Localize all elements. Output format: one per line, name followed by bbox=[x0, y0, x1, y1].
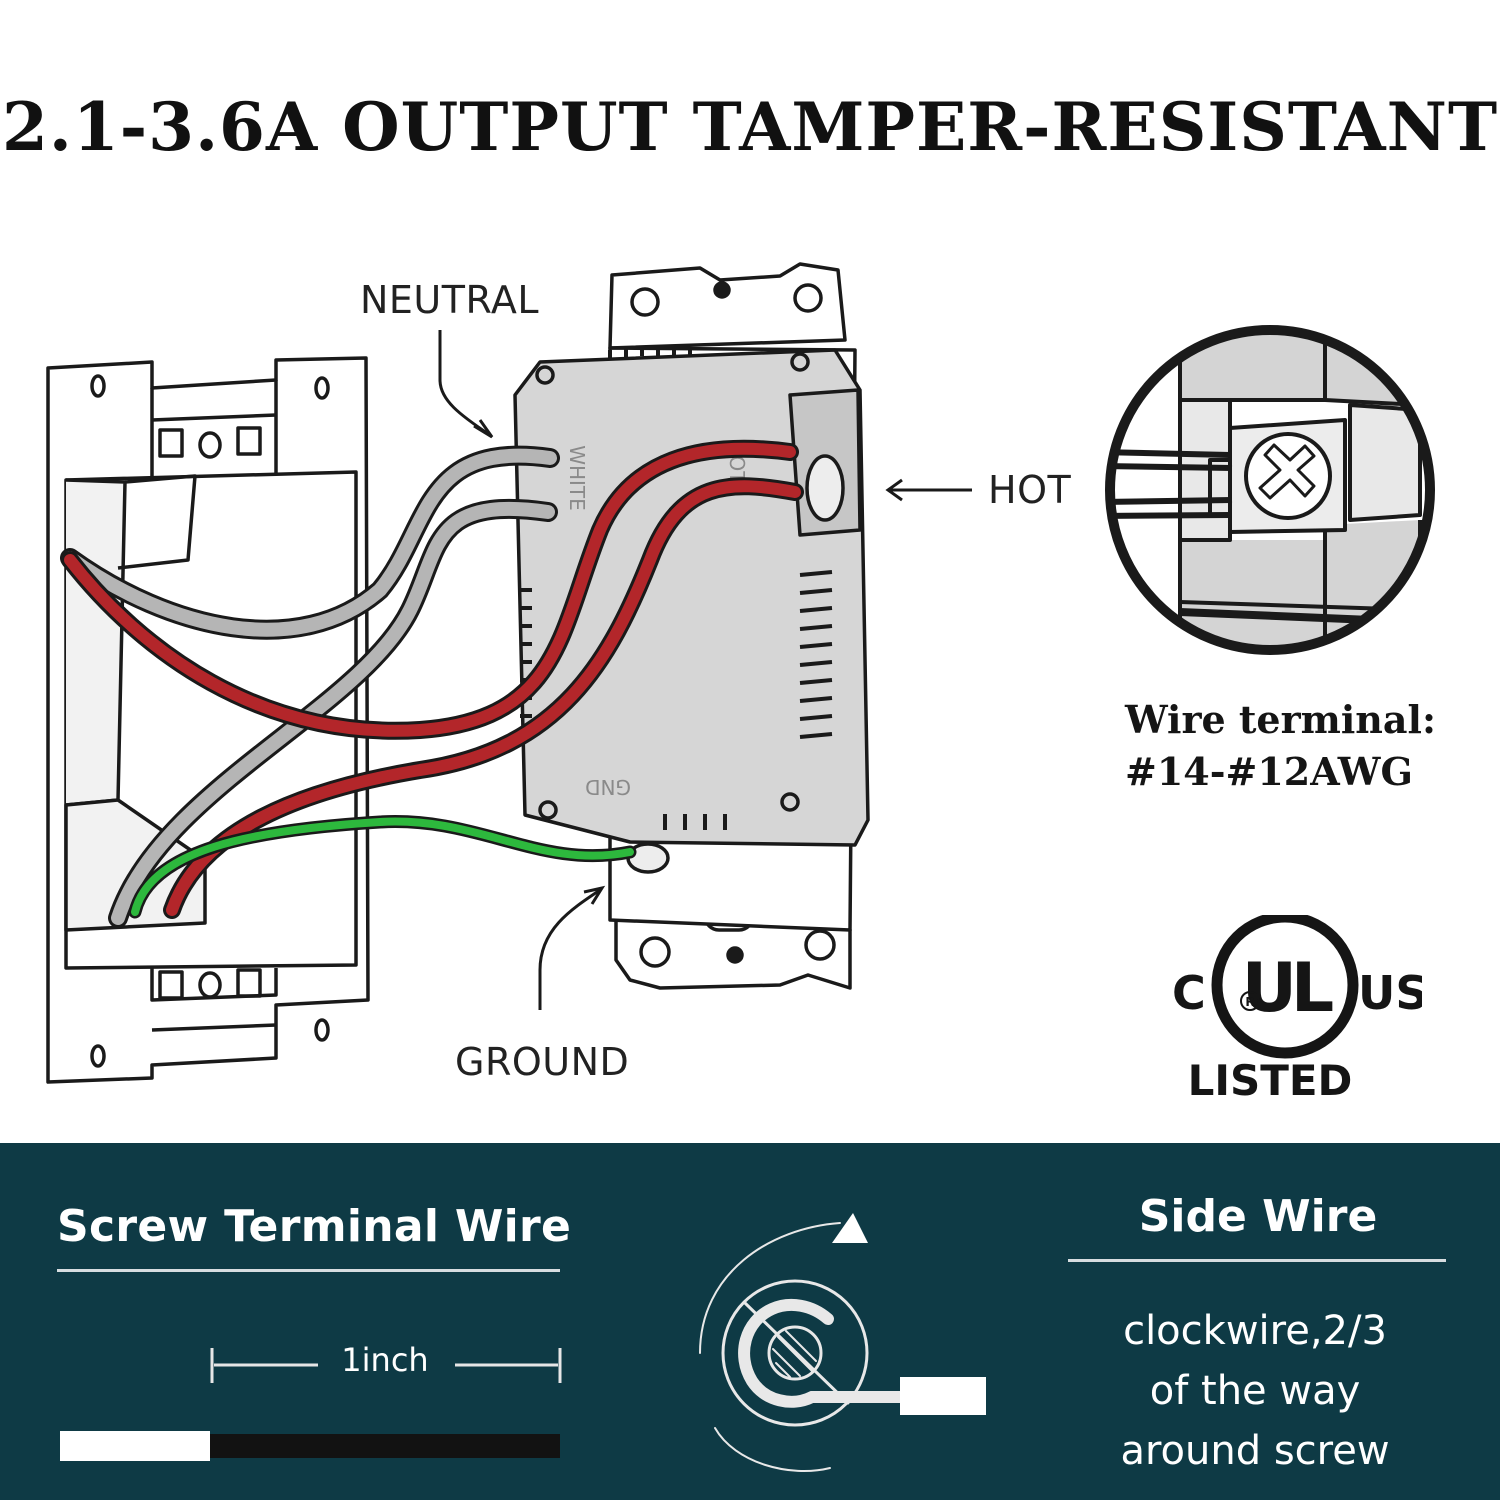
ul-c-text: C bbox=[1172, 966, 1206, 1020]
panel-graphics bbox=[60, 1213, 986, 1472]
strip-length-guide bbox=[210, 1348, 562, 1383]
wire-terminal-line2: #14-#12AWG bbox=[1125, 749, 1413, 794]
instruction-panel: Screw Terminal Wire 1inch Side Wire cloc… bbox=[0, 1143, 1500, 1500]
stripped-wire bbox=[60, 1431, 210, 1461]
side-wire-line: clockwire,2/3 bbox=[1123, 1308, 1387, 1354]
wrap-wire-end bbox=[900, 1377, 986, 1415]
side-wire-line: around screw bbox=[1120, 1428, 1390, 1474]
receptacle-white-label: WHITE bbox=[565, 445, 589, 511]
ul-us-text: US bbox=[1358, 966, 1422, 1020]
wiring-diagram: WHITE HOT GND bbox=[46, 262, 1435, 1084]
screw-terminal-title: Screw Terminal Wire bbox=[57, 1201, 572, 1252]
side-wire-description: clockwire,2/3 of the way around screw bbox=[1060, 1301, 1450, 1481]
wire-terminal-line1: Wire terminal: bbox=[1125, 697, 1436, 742]
hot-wire-fill bbox=[64, 442, 801, 916]
side-wire-line: of the way bbox=[1149, 1368, 1361, 1414]
ul-listed-icon: C UL R US LISTED bbox=[1172, 915, 1422, 1105]
terminal-detail-icon bbox=[1105, 325, 1435, 655]
wire-terminal-spec: Wire terminal: #14-#12AWG bbox=[1125, 694, 1436, 798]
neutral-wire-fill bbox=[63, 448, 557, 925]
neutral-label: NEUTRAL bbox=[360, 278, 539, 322]
ground-label: GROUND bbox=[455, 1040, 630, 1084]
ground-wire-fill bbox=[131, 817, 634, 916]
ul-listed-text: LISTED bbox=[1188, 1056, 1353, 1105]
receptacle-gnd-label: GND bbox=[585, 775, 631, 799]
strip-length-label: 1inch bbox=[341, 1341, 429, 1379]
side-wire-divider bbox=[1068, 1259, 1446, 1262]
ul-center-text: UL bbox=[1242, 949, 1333, 1028]
page-title: 2.1-3.6A OUTPUT TAMPER-RESISTANT bbox=[1, 88, 1499, 166]
arrow-icons bbox=[438, 330, 972, 1010]
side-wire-title: Side Wire bbox=[1138, 1191, 1378, 1242]
screw-terminal-divider bbox=[57, 1269, 560, 1272]
ul-registered-text: R bbox=[1245, 995, 1254, 1009]
insulated-wire bbox=[210, 1434, 560, 1458]
clockwise-wrap-icon bbox=[699, 1213, 906, 1472]
receptacle-icon: WHITE HOT GND bbox=[513, 262, 870, 990]
hot-label: HOT bbox=[988, 468, 1072, 512]
